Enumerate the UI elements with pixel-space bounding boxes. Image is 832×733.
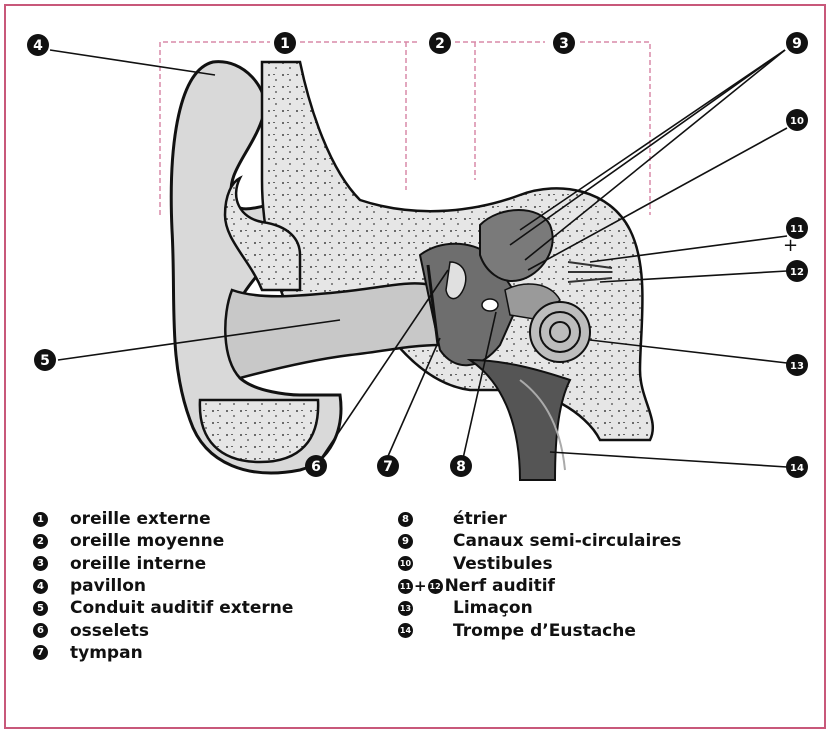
legend-item: 13 Limaçon [398,597,681,619]
svg-text:13: 13 [790,361,804,372]
svg-text:6: 6 [311,459,321,475]
legend-label: Nerf auditif [445,576,555,596]
legend-plus: + [414,577,427,595]
legend-number: 10 [398,556,413,571]
legend-number: 8 [398,512,413,527]
legend-item: 5 Conduit auditif externe [33,597,293,619]
legend-number: 12 [428,579,443,594]
legend-label: Canaux semi-circulaires [453,531,681,551]
legend-number-combo: 11 + 12 [398,577,443,595]
legend-label: tympan [70,643,143,663]
legend-label: osselets [70,621,149,641]
legend-label: oreille interne [70,554,206,574]
legend-label: oreille externe [70,509,211,529]
legend-label: Limaçon [453,598,533,618]
legend-label: Conduit auditif externe [70,598,293,618]
legend-item: 11 + 12 Nerf auditif [398,575,681,597]
legend-number: 5 [33,601,48,616]
svg-text:4: 4 [33,38,43,54]
legend-label: Vestibules [453,554,553,574]
callout-8: 8 [450,455,472,477]
callout-2: 2 [429,32,451,54]
legend-left: 1 oreille externe 2 oreille moyenne 3 oreil… [33,508,293,664]
legend-item: 9 Canaux semi-circulaires [398,530,681,552]
callout-10: 10 [786,109,808,131]
legend-item: 14 Trompe d’Eustache [398,619,681,641]
callout-12: 12 [786,260,808,282]
legend-item: 1 oreille externe [33,508,293,530]
legend-number: 2 [33,534,48,549]
legend-item: 7 tympan [33,642,293,664]
svg-text:14: 14 [790,463,804,474]
svg-text:2: 2 [435,36,445,52]
legend-number: 7 [33,645,48,660]
legend-label: Trompe d’Eustache [453,621,636,641]
callout-13: 13 [786,354,808,376]
callout-6: 6 [305,455,327,477]
legend-label: pavillon [70,576,146,596]
legend-item: 2 oreille moyenne [33,530,293,552]
callout-14: 14 [786,456,808,478]
callout-3: 3 [553,32,575,54]
callout-1: 1 [274,32,296,54]
legend-item: 10 Vestibules [398,553,681,575]
svg-text:8: 8 [456,459,466,475]
svg-text:3: 3 [559,36,569,52]
legend-label: oreille moyenne [70,531,224,551]
svg-text:10: 10 [790,116,804,127]
legend-number: 11 [398,579,413,594]
legend-number: 13 [398,601,413,616]
svg-text:12: 12 [790,267,804,278]
legend-number: 6 [33,623,48,638]
legend-label: étrier [453,509,507,529]
plus-sign: + [783,235,798,256]
legend-item: 3 oreille interne [33,553,293,575]
legend-item: 4 pavillon [33,575,293,597]
callout-7: 7 [377,455,399,477]
svg-text:11: 11 [790,224,804,235]
legend-number: 14 [398,623,413,638]
svg-text:7: 7 [383,459,393,475]
legend-item: 6 osselets [33,619,293,641]
callout-5: 5 [34,349,56,371]
legend-right: 8 étrier 9 Canaux semi-circulaires 10 Vesti… [398,508,681,642]
legend-number: 1 [33,512,48,527]
legend-number: 9 [398,534,413,549]
legend-number: 3 [33,556,48,571]
callout-9: 9 [786,32,808,54]
callout-4: 4 [27,34,49,56]
svg-text:5: 5 [40,353,50,369]
legend-item: 8 étrier [398,508,681,530]
svg-text:1: 1 [280,36,290,52]
svg-text:9: 9 [792,36,802,52]
legend-number: 4 [33,579,48,594]
